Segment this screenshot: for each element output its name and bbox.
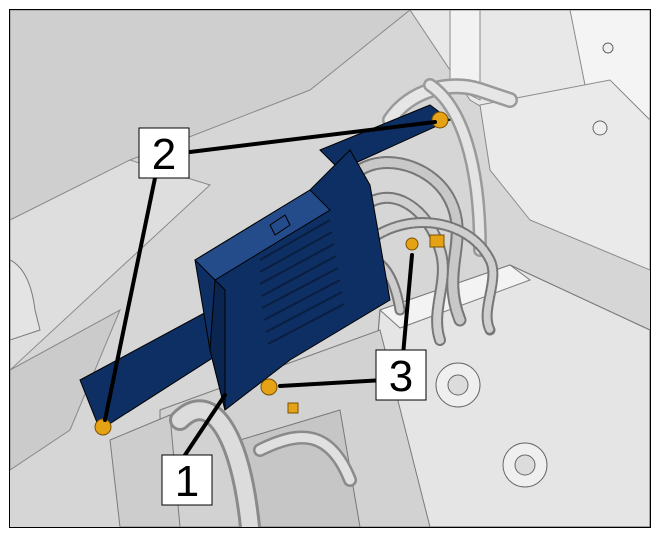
round-details bbox=[435, 42, 614, 488]
cable-harness bbox=[334, 156, 499, 346]
bolt-center bbox=[260, 378, 278, 396]
callout-label-1: 1 bbox=[161, 454, 213, 506]
leader-1 bbox=[183, 393, 227, 457]
bolt-cable-clip bbox=[405, 237, 419, 251]
technical-illustration: 2 3 1 bbox=[9, 9, 651, 528]
leader-3-up bbox=[401, 253, 414, 357]
small-clip bbox=[287, 402, 299, 414]
bolt-bottom-left bbox=[94, 418, 112, 436]
svg-text:2: 2 bbox=[152, 130, 176, 179]
mounting-bolts bbox=[94, 111, 449, 436]
bolt-top-right bbox=[431, 111, 449, 129]
pipes bbox=[169, 78, 518, 527]
svg-text:3: 3 bbox=[389, 352, 413, 401]
svg-text:1: 1 bbox=[175, 457, 199, 506]
illustration-canvas: 2 3 1 bbox=[10, 10, 650, 527]
cable-clip bbox=[429, 234, 445, 248]
callout-label-3: 3 bbox=[375, 349, 427, 401]
callout-label-2: 2 bbox=[138, 127, 190, 179]
leader-2-top bbox=[188, 120, 437, 154]
control-module bbox=[79, 104, 451, 431]
leader-3-left bbox=[278, 378, 387, 388]
leader-2-bottom bbox=[103, 176, 157, 422]
callout-leaders bbox=[103, 120, 437, 457]
background-panels bbox=[10, 10, 650, 527]
